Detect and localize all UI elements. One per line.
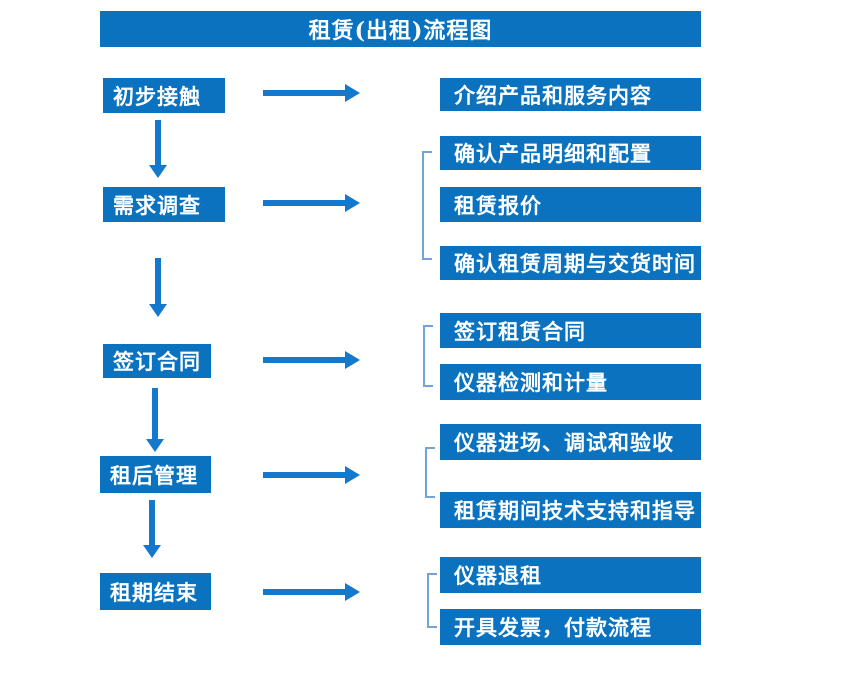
step-box-requirement-survey: 需求调查: [103, 187, 225, 222]
detail-box-tech-support: 租赁期间技术支持和指导: [440, 492, 701, 528]
arrow-right-icon: [263, 357, 345, 363]
arrow-down-icon: [155, 258, 161, 304]
detail-box-instrument-entry: 仪器进场、调试和验收: [440, 424, 701, 460]
detail-box-confirm-product-spec: 确认产品明细和配置: [440, 136, 701, 170]
group-bracket: [427, 573, 437, 628]
flowchart-title-bar: 租赁(出租)流程图: [100, 11, 701, 47]
detail-box-invoice-payment: 开具发票，付款流程: [440, 609, 701, 645]
detail-box-rental-quote: 租赁报价: [440, 187, 701, 222]
arrow-down-icon: [149, 500, 155, 545]
step-box-rental-end: 租期结束: [100, 573, 211, 610]
arrow-right-icon: [263, 472, 345, 478]
group-bracket: [423, 325, 433, 387]
step-box-post-rental-management: 租后管理: [100, 456, 211, 493]
flowchart-title: 租赁(出租)流程图: [308, 18, 493, 44]
step-box-initial-contact: 初步接触: [103, 78, 225, 113]
arrow-down-icon: [155, 120, 161, 165]
arrow-right-icon: [263, 200, 345, 206]
arrow-right-icon: [263, 90, 345, 96]
group-bracket: [422, 151, 432, 260]
detail-box-instrument-testing: 仪器检测和计量: [440, 364, 701, 400]
arrow-down-icon: [152, 388, 158, 439]
detail-box-confirm-period: 确认租赁周期与交货时间: [440, 246, 701, 280]
detail-box-intro-products: 介绍产品和服务内容: [440, 78, 701, 111]
arrow-right-icon: [263, 589, 345, 595]
detail-box-instrument-return: 仪器退租: [440, 557, 701, 593]
group-bracket: [425, 447, 435, 498]
detail-box-sign-rental-contract: 签订租赁合同: [440, 313, 701, 348]
step-box-contract-signing: 签订合同: [103, 344, 211, 378]
